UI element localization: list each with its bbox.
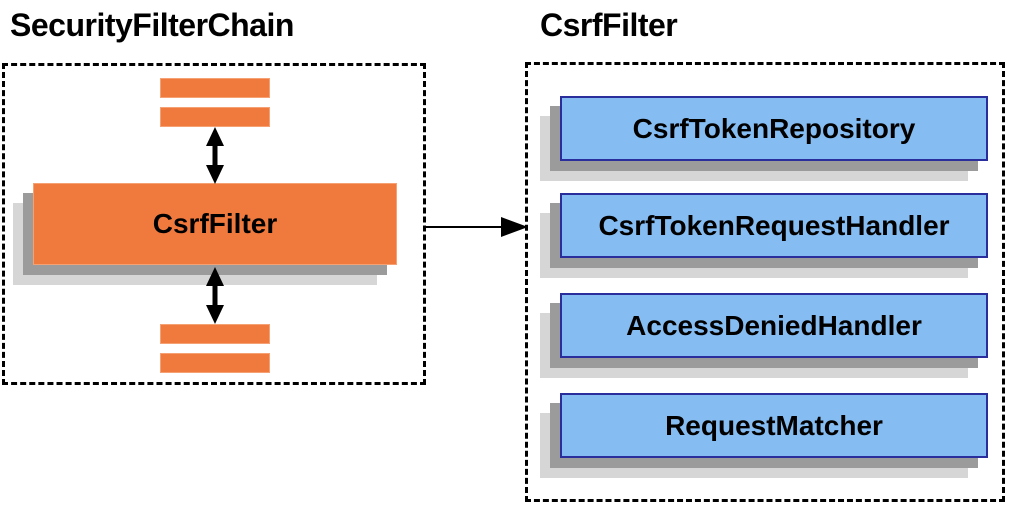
filter-placeholder-bar [160,324,270,344]
component-csrf-token-repository: CsrfTokenRepository [560,96,988,161]
component-label: CsrfTokenRepository [632,112,916,144]
component-request-matcher: RequestMatcher [560,393,988,458]
component-csrf-token-request-handler: CsrfTokenRequestHandler [560,193,988,258]
security-filter-chain-title: SecurityFilterChain [10,7,294,43]
filter-placeholder-bar [160,78,270,98]
security-filter-chain-boundary [2,63,426,385]
component-label: CsrfTokenRequestHandler [598,209,950,241]
component-label: RequestMatcher [665,409,883,441]
component-label: AccessDeniedHandler [626,309,922,341]
csrf-filter-boundary [525,62,1005,502]
component-access-denied-handler: AccessDeniedHandler [560,293,988,358]
arrow-csrf-filter-to-details [424,217,528,237]
filter-placeholder-bar [160,353,270,373]
filter-placeholder-bar [160,107,270,127]
csrf-filter-node-label: CsrfFilter [152,208,278,239]
csrf-filter-node: CsrfFilter [33,183,397,265]
csrf-filter-title: CsrfFilter [540,7,678,43]
